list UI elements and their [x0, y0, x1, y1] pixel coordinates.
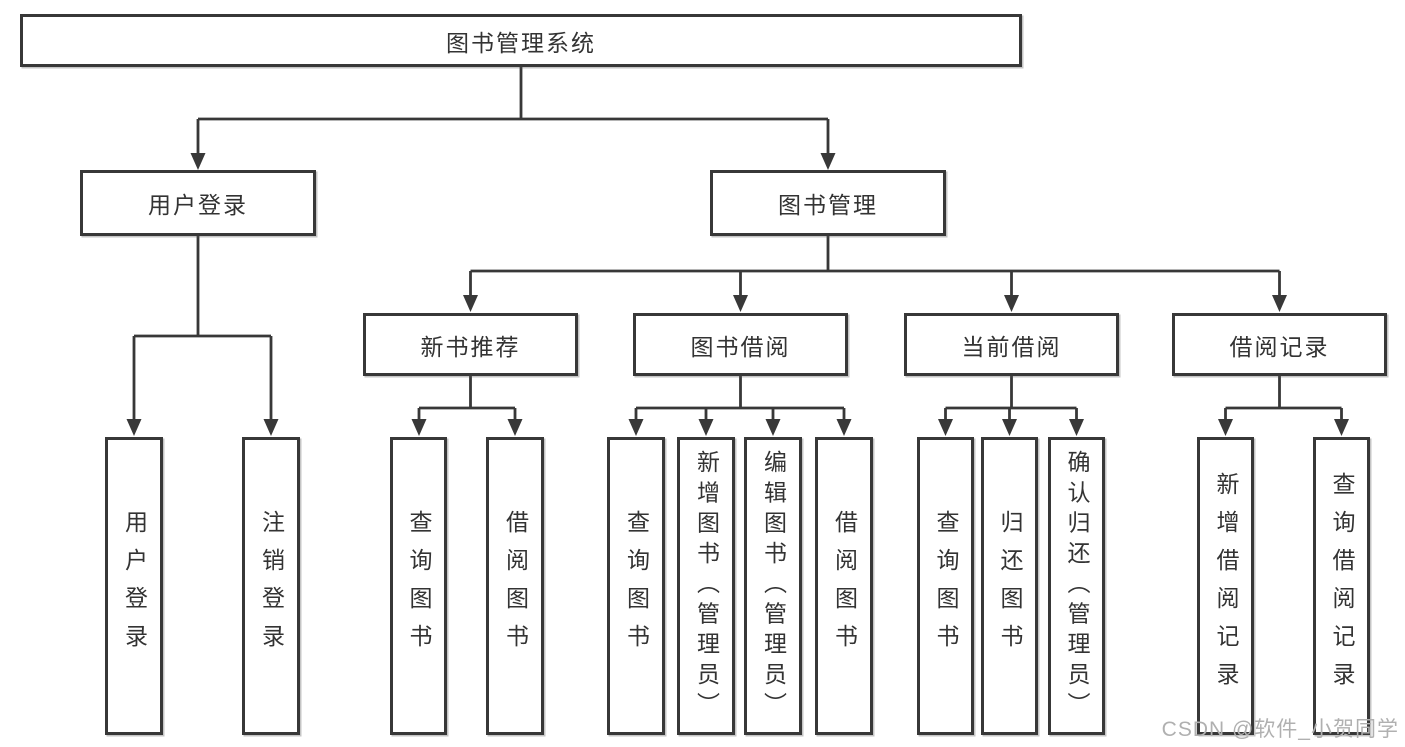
node-user-login-label: 用户登录	[148, 192, 248, 218]
leaf-newbook-query-label: 查询图书	[406, 510, 432, 662]
leaf-record-add: 新增借阅记录	[1197, 437, 1254, 735]
node-book-borrow-label: 图书借阅	[690, 333, 791, 360]
node-book-mgmt-label: 图书管理	[778, 192, 878, 218]
leaf-current-confirm-return-admin: 确认归还（管理员）	[1048, 437, 1105, 735]
watermark: CSDN @软件_小贺同学	[1161, 718, 1399, 741]
node-root-label: 图书管理系统	[446, 29, 596, 56]
leaf-current-return: 归还图书	[981, 437, 1038, 735]
node-borrow-records: 借阅记录	[1172, 313, 1387, 376]
node-borrow-records-label: 借阅记录	[1229, 333, 1330, 360]
leaf-newbook-query: 查询图书	[390, 437, 447, 735]
leaf-borrow-add-admin-label: 新增图书（管理员）	[693, 450, 720, 722]
leaf-logout-label: 注销登录	[258, 510, 285, 662]
leaf-borrow-add-admin: 新增图书（管理员）	[677, 437, 735, 735]
node-new-book-recommend: 新书推荐	[363, 313, 578, 376]
node-book-borrow: 图书借阅	[633, 313, 848, 376]
node-root: 图书管理系统	[20, 14, 1022, 67]
node-new-book-recommend-label: 新书推荐	[420, 333, 521, 360]
leaf-current-confirm-return-admin-label: 确认归还（管理员）	[1064, 450, 1090, 722]
leaf-borrow-book-label: 借阅图书	[831, 510, 858, 662]
leaf-logout: 注销登录	[242, 437, 300, 735]
node-current-borrow: 当前借阅	[904, 313, 1119, 376]
leaf-newbook-borrow-label: 借阅图书	[502, 510, 529, 662]
leaf-record-add-label: 新增借阅记录	[1213, 472, 1239, 700]
leaf-borrow-edit-admin: 编辑图书（管理员）	[744, 437, 802, 735]
leaf-newbook-borrow: 借阅图书	[486, 437, 544, 735]
leaf-current-return-label: 归还图书	[997, 510, 1023, 662]
node-book-mgmt: 图书管理	[710, 170, 946, 236]
leaf-record-query-label: 查询借阅记录	[1329, 472, 1355, 700]
leaf-borrow-book: 借阅图书	[815, 437, 873, 735]
leaf-user-login-label: 用户登录	[121, 510, 148, 662]
leaf-current-query: 查询图书	[917, 437, 974, 735]
leaf-borrow-query: 查询图书	[607, 437, 665, 735]
node-user-login: 用户登录	[80, 170, 316, 236]
leaf-record-query: 查询借阅记录	[1313, 437, 1370, 735]
leaf-borrow-query-label: 查询图书	[623, 510, 650, 662]
leaf-current-query-label: 查询图书	[933, 510, 959, 662]
leaf-borrow-edit-admin-label: 编辑图书（管理员）	[760, 450, 787, 722]
leaf-user-login: 用户登录	[105, 437, 163, 735]
node-current-borrow-label: 当前借阅	[961, 333, 1062, 360]
